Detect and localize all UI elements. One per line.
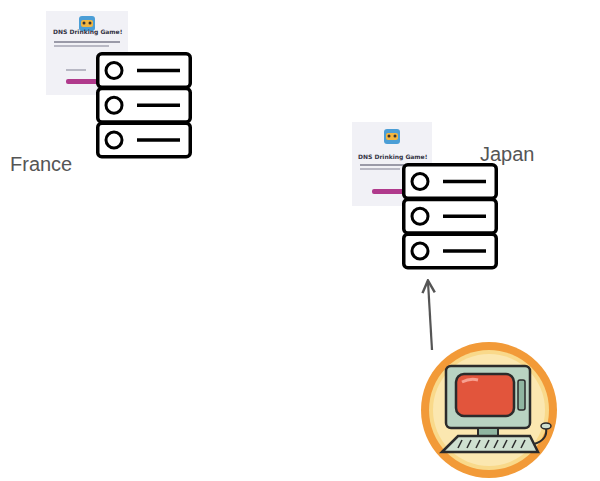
computer-icon xyxy=(418,340,560,480)
site-title: DNS Drinking Game! xyxy=(53,28,122,35)
site-title: DNS Drinking Game! xyxy=(358,153,427,160)
server-stack-drawing xyxy=(96,52,192,159)
server-stack: Japan xyxy=(402,163,498,270)
computer-icon-drawing xyxy=(418,340,560,480)
request-arrow xyxy=(428,282,432,350)
server-stack-drawing xyxy=(402,163,498,270)
server-stack: France xyxy=(96,52,192,159)
location-label: France xyxy=(10,153,72,176)
location-label: Japan xyxy=(480,143,535,166)
